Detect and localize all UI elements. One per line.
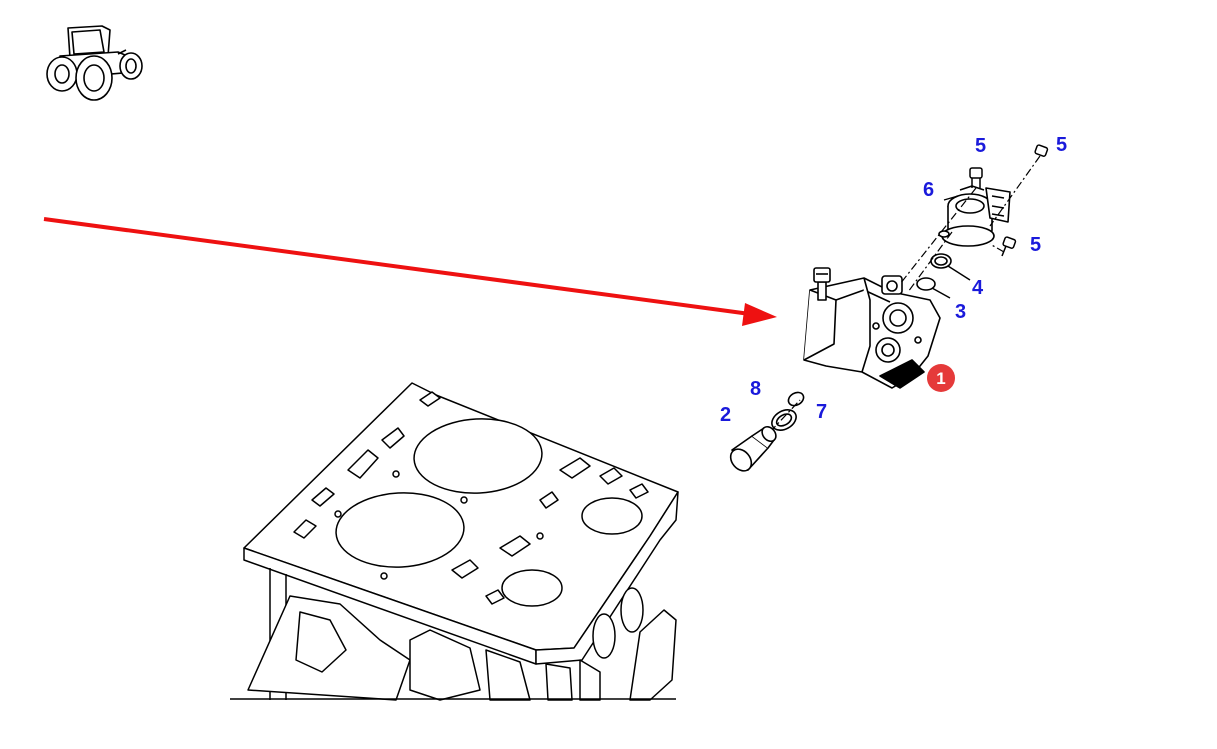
callout-4: 4 bbox=[972, 277, 984, 299]
callout-3: 3 bbox=[955, 301, 966, 323]
tractor-icon bbox=[46, 25, 143, 101]
bolt-parts bbox=[969, 144, 1049, 257]
leader-lines bbox=[931, 195, 971, 299]
sensor-fitting bbox=[729, 425, 777, 472]
pump-housing bbox=[803, 267, 941, 389]
callout-2: 2 bbox=[720, 404, 731, 426]
engine-block bbox=[230, 382, 679, 701]
callout-labels: 5 5 6 5 4 3 8 2 7 bbox=[720, 134, 1067, 426]
callout-5-top-right: 5 bbox=[1056, 134, 1067, 156]
callout-5-right: 5 bbox=[1030, 234, 1041, 256]
highlight-badge: 1 bbox=[927, 364, 955, 392]
callout-8: 8 bbox=[750, 378, 761, 400]
sealing-washers bbox=[771, 391, 805, 431]
solenoid-valve bbox=[938, 185, 1011, 247]
callout-6: 6 bbox=[923, 179, 934, 201]
callout-7: 7 bbox=[816, 401, 827, 423]
pointer-arrow bbox=[43, 217, 777, 326]
highlight-badge-label: 1 bbox=[936, 369, 945, 388]
callout-5-top-left: 5 bbox=[975, 135, 986, 157]
